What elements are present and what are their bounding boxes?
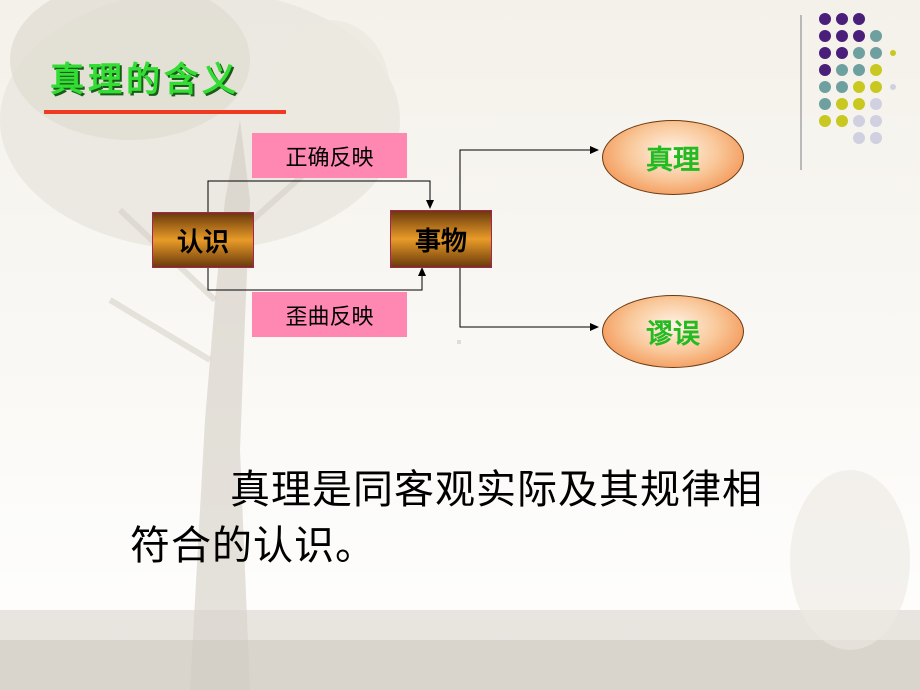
truth-arrow — [459, 146, 599, 238]
decorative-dot-grid — [819, 13, 896, 144]
cognition-box: 认识 — [152, 212, 254, 268]
truth-oval: 真理 — [602, 120, 744, 195]
error-oval: 谬误 — [602, 295, 744, 368]
object-box: 事物 — [390, 210, 492, 268]
distorted-reflection-arrow — [207, 267, 426, 291]
correct-reflection-label: 正确反映 — [252, 133, 407, 178]
definition-text: 真理是同客观实际及其规律相符合的认识。 — [130, 467, 763, 569]
slide-title: 真理的含义 — [50, 60, 240, 100]
correct-reflection-arrow — [207, 180, 434, 213]
decorative-vertical-line — [800, 15, 802, 170]
distorted-reflection-label: 歪曲反映 — [252, 292, 407, 337]
title-underline — [44, 110, 286, 114]
